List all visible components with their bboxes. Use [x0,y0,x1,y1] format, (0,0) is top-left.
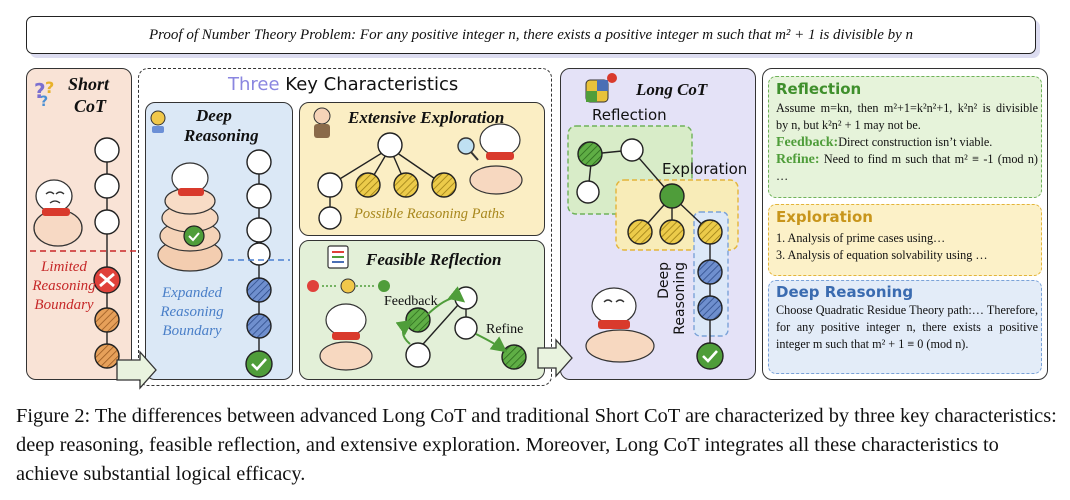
problem-text: Proof of Number Theory Problem: For any … [148,26,914,43]
short-cot-chain [93,137,121,369]
lightbulb-person-icon [150,110,166,133]
feedback-label: Feedback [384,294,438,309]
deep-reasoning-chain [245,149,273,378]
key-characteristics-word: Key Characteristics [279,74,459,95]
success-check-icon [702,350,718,363]
reflection-graph [405,286,527,370]
exploration-body: 1. Analysis of prime cases using… 3. Ana… [776,230,1038,264]
thinking-snake-mascot-icon [319,303,373,371]
svg-text:?: ? [45,78,54,97]
reflection-box [768,76,1042,198]
checklist-icon [327,245,349,269]
reflection-flow-icons [307,278,390,294]
svg-text:?: ? [40,94,48,110]
exploration-line2: 3. Analysis of equation solvability usin… [776,248,988,262]
svg-text:?: ? [34,79,46,103]
long-exploration-label: Exploration [662,160,748,178]
three-key-title: Three Key Characteristics [228,74,458,95]
transition-arrow-icon [537,338,573,378]
figure-caption: Figure 2: The differences between advanc… [16,405,1057,485]
puzzle-gear-icon [585,73,617,103]
short-cot-title-line1: Short [68,74,110,94]
refine-arrow [475,333,508,353]
exploration-title: Extensive Exploration [348,108,505,127]
refine-keyword: Refine: [776,152,820,167]
short-cot-title-line2: CoT [74,96,107,116]
expanded-line1: Expanded [162,285,222,301]
long-deep-label-line2: Reasoning [672,262,688,335]
long-cot-graph [576,138,724,370]
question-marks-icon: ? ? ? [34,78,54,110]
expanded-line2: Reasoning [160,304,224,320]
feedback-arrow [395,319,414,345]
deep-reasoning-box [768,280,1042,374]
limited-boundary-label: Limited Reasoning Boundary [28,258,100,315]
expanded-boundary-label: Expanded Reasoning Boundary [150,284,234,341]
snake-mascot-icon [33,179,83,247]
limited-line1: Limited [41,259,87,275]
deep-box-text: Choose Quadratic Residue Theory path:… T… [776,303,1038,351]
deep-box-title: Deep Reasoning [776,283,914,301]
reflection-title: Reflection [776,80,862,98]
success-check-icon [251,358,267,371]
explorer-icon [313,107,331,138]
possible-paths-caption: Possible Reasoning Paths [354,206,505,222]
long-cot-title: Long CoT [636,80,708,99]
feedback-text: Direct construction isn’t viable. [838,135,993,149]
limited-line2: Reasoning [32,278,96,294]
magnifier-snake-mascot-icon [457,123,523,195]
exploration-line1: 1. Analysis of prime cases using… [776,231,946,245]
coiled-snake-mascot-icon [157,162,223,272]
reflection-text: Assume m=kn, then m²+1=k²n²+1, k²n² is d… [776,101,1038,132]
feasible-reflection-title: Feasible Reflection [366,250,502,269]
long-reflection-label: Reflection [592,106,667,124]
feedback-arrow [427,286,466,315]
exploration-box-title: Exploration [776,208,873,226]
refine-label: Refine [486,322,524,337]
exploration-tree [317,132,457,230]
problem-statement: Proof of Number Theory Problem: For any … [26,16,1036,54]
exploration-box [768,204,1042,276]
limited-line3: Boundary [34,297,94,313]
deep-title-line2: Reasoning [184,126,259,145]
refine-text: Need to find m such that m² ≡ -1 (mod n)… [776,152,1038,183]
three-word: Three [228,74,280,95]
reflection-body: Assume m=kn, then m²+1=k²n²+1, k²n² is d… [776,100,1038,185]
transition-arrow-icon [116,350,157,390]
feedback-keyword: Feedback: [776,135,839,150]
error-x-icon [99,272,115,288]
deep-title-line1: Deep [196,106,232,125]
happy-snake-mascot-icon [585,287,655,363]
expanded-line3: Boundary [162,323,222,339]
